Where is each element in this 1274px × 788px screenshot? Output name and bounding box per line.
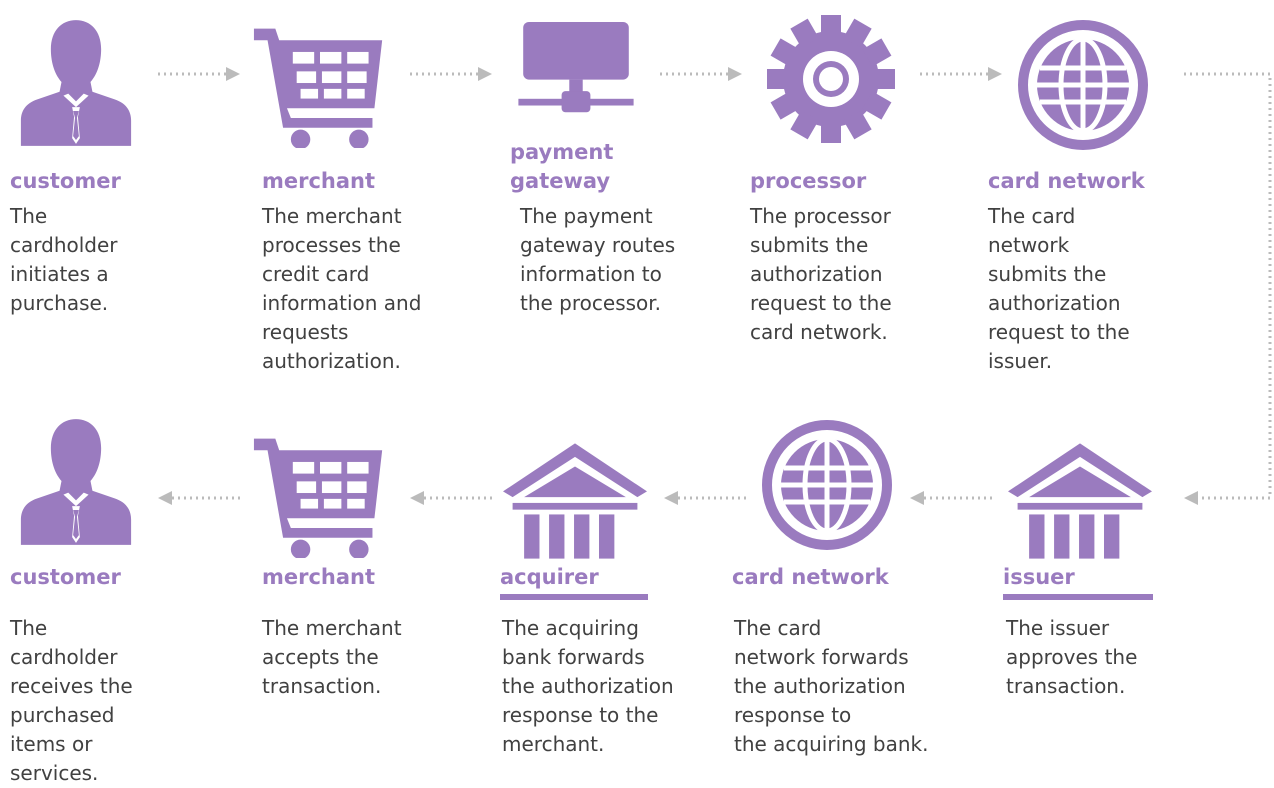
step-title: payment gateway <box>510 140 614 193</box>
step-description: The issuer approves the transaction. <box>1006 616 1138 698</box>
globe-icon <box>1018 20 1148 150</box>
step-title: merchant <box>262 565 376 589</box>
flow-arrow-right <box>158 66 240 82</box>
flow-arrow-left <box>910 490 992 506</box>
step-description: The merchant accepts the transaction. <box>262 616 402 698</box>
step-title: card network <box>988 169 1145 193</box>
step-description: The acquiring bank forwards the authoriz… <box>502 616 674 756</box>
step-title: card network <box>732 565 889 589</box>
step-title: customer <box>10 565 121 589</box>
title-underline <box>500 594 648 600</box>
bank-icon <box>503 442 647 560</box>
flow-arrow-right <box>920 66 1002 82</box>
flow-arrow-right <box>410 66 492 82</box>
flow-arrow-left <box>158 490 240 506</box>
step-description: The cardholder initiates a purchase. <box>10 204 118 315</box>
flow-arrow-left <box>410 490 492 506</box>
step-title: processor <box>750 169 867 193</box>
step-description: The card network forwards the authorizat… <box>734 616 929 756</box>
flow-arrow-right <box>660 66 742 82</box>
step-description: The card network submits the authorizati… <box>988 204 1130 373</box>
step-description: The processor submits the authorization … <box>750 204 892 344</box>
step-title: acquirer <box>500 565 599 589</box>
step-title: merchant <box>262 169 376 193</box>
bank-icon <box>1008 442 1152 560</box>
flow-connector <box>1180 70 1274 510</box>
step-title: issuer <box>1003 565 1075 589</box>
globe-icon <box>762 420 892 550</box>
title-underline <box>1003 594 1153 600</box>
person-icon <box>18 18 134 148</box>
step-description: The payment gateway routes information t… <box>520 204 676 315</box>
step-title: customer <box>10 169 121 193</box>
cart-icon <box>252 20 388 148</box>
step-description: The merchant processes the credit card i… <box>262 204 422 373</box>
person-icon <box>18 414 134 550</box>
cart-icon <box>252 430 388 558</box>
step-description: The cardholder receives the purchased it… <box>10 616 133 785</box>
network-icon <box>518 22 634 118</box>
flow-arrow-left <box>664 490 746 506</box>
gear-icon <box>766 14 896 144</box>
